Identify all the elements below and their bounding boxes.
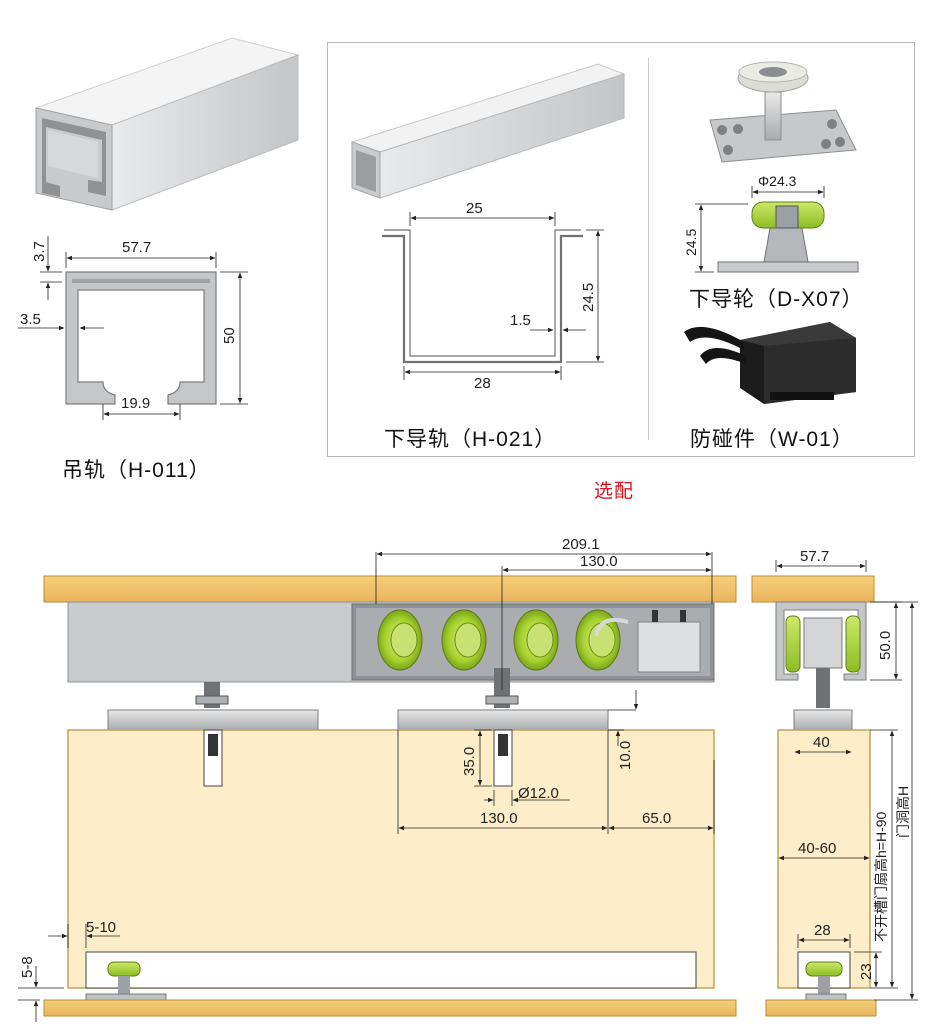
lower-guide-rail-photo [350, 63, 626, 199]
dim-guide-thickness: 1.5 [510, 312, 531, 329]
dim-rail-lip: 3.7 [31, 241, 48, 262]
dim-rail-wall: 3.5 [20, 311, 41, 328]
lower-guide-rail-section [382, 229, 583, 364]
caption-optional: 选配 [594, 481, 635, 502]
dim-guide-bottom: 28 [474, 375, 491, 392]
dim-rail-height: 50 [221, 327, 238, 344]
dim-guide-height: 24.5 [580, 283, 597, 312]
dim-rail-slot: 19.9 [121, 395, 150, 412]
dim-floor-gap: 5-8 [19, 956, 36, 978]
side-section-dimensions [775, 560, 918, 1001]
bumper-photo [684, 322, 856, 404]
dim-door-thickness: 40-60 [798, 840, 836, 857]
lower-guide-wheel-photo [709, 61, 857, 163]
hanging-rail-dimensions [18, 236, 248, 420]
lower-guide-wheel-dimensions [695, 186, 825, 273]
optional-parts-frame [327, 42, 915, 457]
hanging-rail-section [65, 271, 217, 405]
dim-opening-height: 门洞高H [895, 786, 911, 838]
dim-bolt-depth: 35.0 [461, 747, 478, 776]
caption-lower-guide-rail: 下导轨（H-021） [384, 428, 557, 451]
dim-groove-depth: 23 [858, 963, 875, 980]
caption-hanging-rail: 吊轨（H-011） [62, 459, 211, 482]
dim-guide-width: 25 [466, 200, 483, 217]
lower-guide-wheel-drawing [717, 201, 859, 273]
dim-groove-width: 28 [814, 922, 831, 939]
dim-plate-pitch: 130.0 [480, 810, 518, 827]
caption-bumper: 防碰件（W-01） [690, 428, 854, 451]
front-assembly-dimensions [18, 551, 715, 1022]
dim-carriage-total: 209.1 [562, 536, 600, 553]
front-assembly [43, 575, 737, 1017]
dim-side-height: 50.0 [877, 631, 894, 660]
dim-carriage-pitch-top: 130.0 [580, 553, 618, 570]
lower-guide-rail-dimensions [403, 212, 604, 380]
dim-wheel-diameter: Φ24.3 [758, 173, 797, 189]
side-section [751, 575, 877, 1017]
optional-parts-divider [648, 58, 649, 440]
caption-lower-guide-wheel: 下导轮（D-X07） [689, 288, 864, 311]
hanging-rail-photo [34, 37, 300, 211]
dim-rail-width: 57.7 [122, 239, 151, 256]
dim-guide-inset: 5-10 [86, 919, 116, 936]
dim-wheel-height: 24.5 [683, 229, 699, 256]
dim-bolt-dia: Ø12.0 [518, 785, 559, 802]
dim-end-offset: 65.0 [642, 810, 671, 827]
dim-plate-gap: 10.0 [617, 741, 634, 770]
dim-plate-width: 40 [813, 734, 830, 751]
carriage-wheels [377, 609, 621, 671]
dim-door-leaf-height: 不开槽门扇高h=H-90 [873, 811, 889, 942]
dim-side-width: 57.7 [800, 548, 829, 565]
